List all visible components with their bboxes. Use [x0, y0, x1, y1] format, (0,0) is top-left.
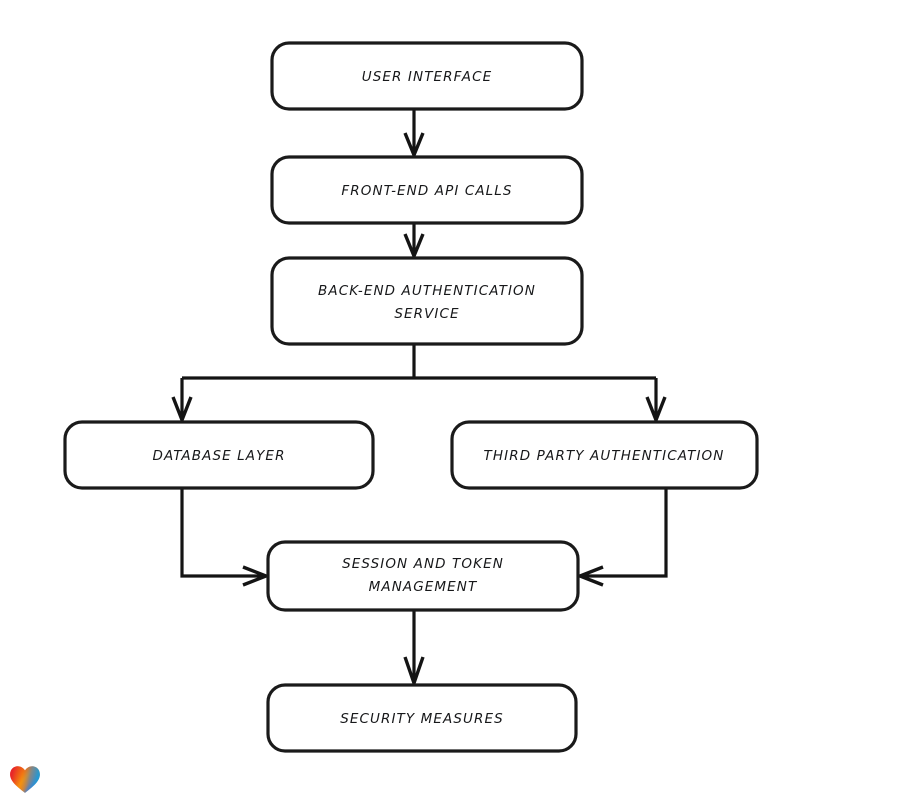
edge-backend-to-database	[171, 378, 193, 425]
edge-thirdparty-to-session	[575, 488, 668, 587]
node-front-end-api-calls[interactable]: FRONT-END API CALLS	[270, 155, 584, 225]
edge-ui-to-api	[403, 109, 425, 160]
node-back-end-authentication-service-label-line2: SERVICE	[394, 306, 459, 322]
edge-backend-split-trunk	[182, 344, 656, 380]
node-front-end-api-calls-shape[interactable]	[270, 155, 584, 225]
node-database-layer-label: DATABASE LAYER	[152, 448, 285, 464]
edge-api-to-backend	[403, 223, 425, 261]
node-security-measures[interactable]: SECURITY MEASURES	[266, 683, 578, 753]
node-database-layer-shape[interactable]	[63, 420, 375, 490]
node-user-interface-label: USER INTERFACE	[362, 69, 492, 85]
node-third-party-authentication-shape[interactable]	[450, 420, 759, 490]
node-user-interface-shape[interactable]	[270, 41, 584, 111]
node-back-end-authentication-service-shape[interactable]	[270, 256, 584, 346]
node-back-end-authentication-service-label-line1: BACK-END AUTHENTICATION	[318, 283, 536, 299]
heart-icon-glyph	[10, 766, 40, 793]
node-session-and-token-management[interactable]: SESSION AND TOKEN MANAGEMENT	[266, 540, 580, 612]
edge-backend-to-thirdparty	[645, 378, 667, 425]
node-front-end-api-calls-label: FRONT-END API CALLS	[341, 183, 512, 199]
node-third-party-authentication-label: THIRD PARTY AUTHENTICATION	[484, 448, 725, 464]
node-user-interface[interactable]: USER INTERFACE	[270, 41, 584, 111]
node-back-end-authentication-service[interactable]: BACK-END AUTHENTICATION SERVICE	[270, 256, 584, 346]
node-session-and-token-management-label-line2: MANAGEMENT	[369, 579, 478, 595]
edge-session-to-security	[403, 610, 425, 689]
heart-icon	[8, 762, 42, 796]
edge-database-to-session	[180, 488, 271, 587]
node-security-measures-shape[interactable]	[266, 683, 578, 753]
node-security-measures-label: SECURITY MEASURES	[340, 711, 504, 727]
node-session-and-token-management-label-line1: SESSION AND TOKEN	[342, 556, 504, 572]
node-third-party-authentication[interactable]: THIRD PARTY AUTHENTICATION	[450, 420, 759, 490]
node-database-layer[interactable]: DATABASE LAYER	[63, 420, 375, 490]
node-session-and-token-management-shape[interactable]	[266, 540, 580, 612]
